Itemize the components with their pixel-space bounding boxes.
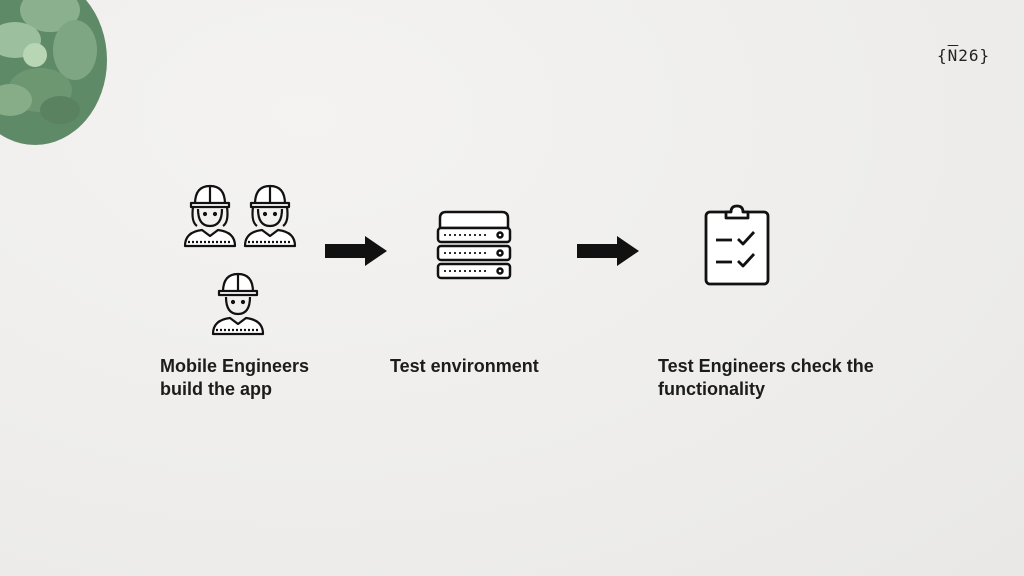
clipboard-checklist-icon	[704, 204, 770, 286]
arrow-right-icon	[577, 236, 639, 266]
succulent-plant-image	[0, 0, 107, 145]
step-label-test-environment: Test environment	[390, 356, 539, 376]
arrow-right-icon	[325, 236, 387, 266]
server-icon	[436, 210, 512, 280]
engineers-group-icon	[183, 184, 297, 336]
brand-logo: {N26}	[937, 46, 991, 65]
